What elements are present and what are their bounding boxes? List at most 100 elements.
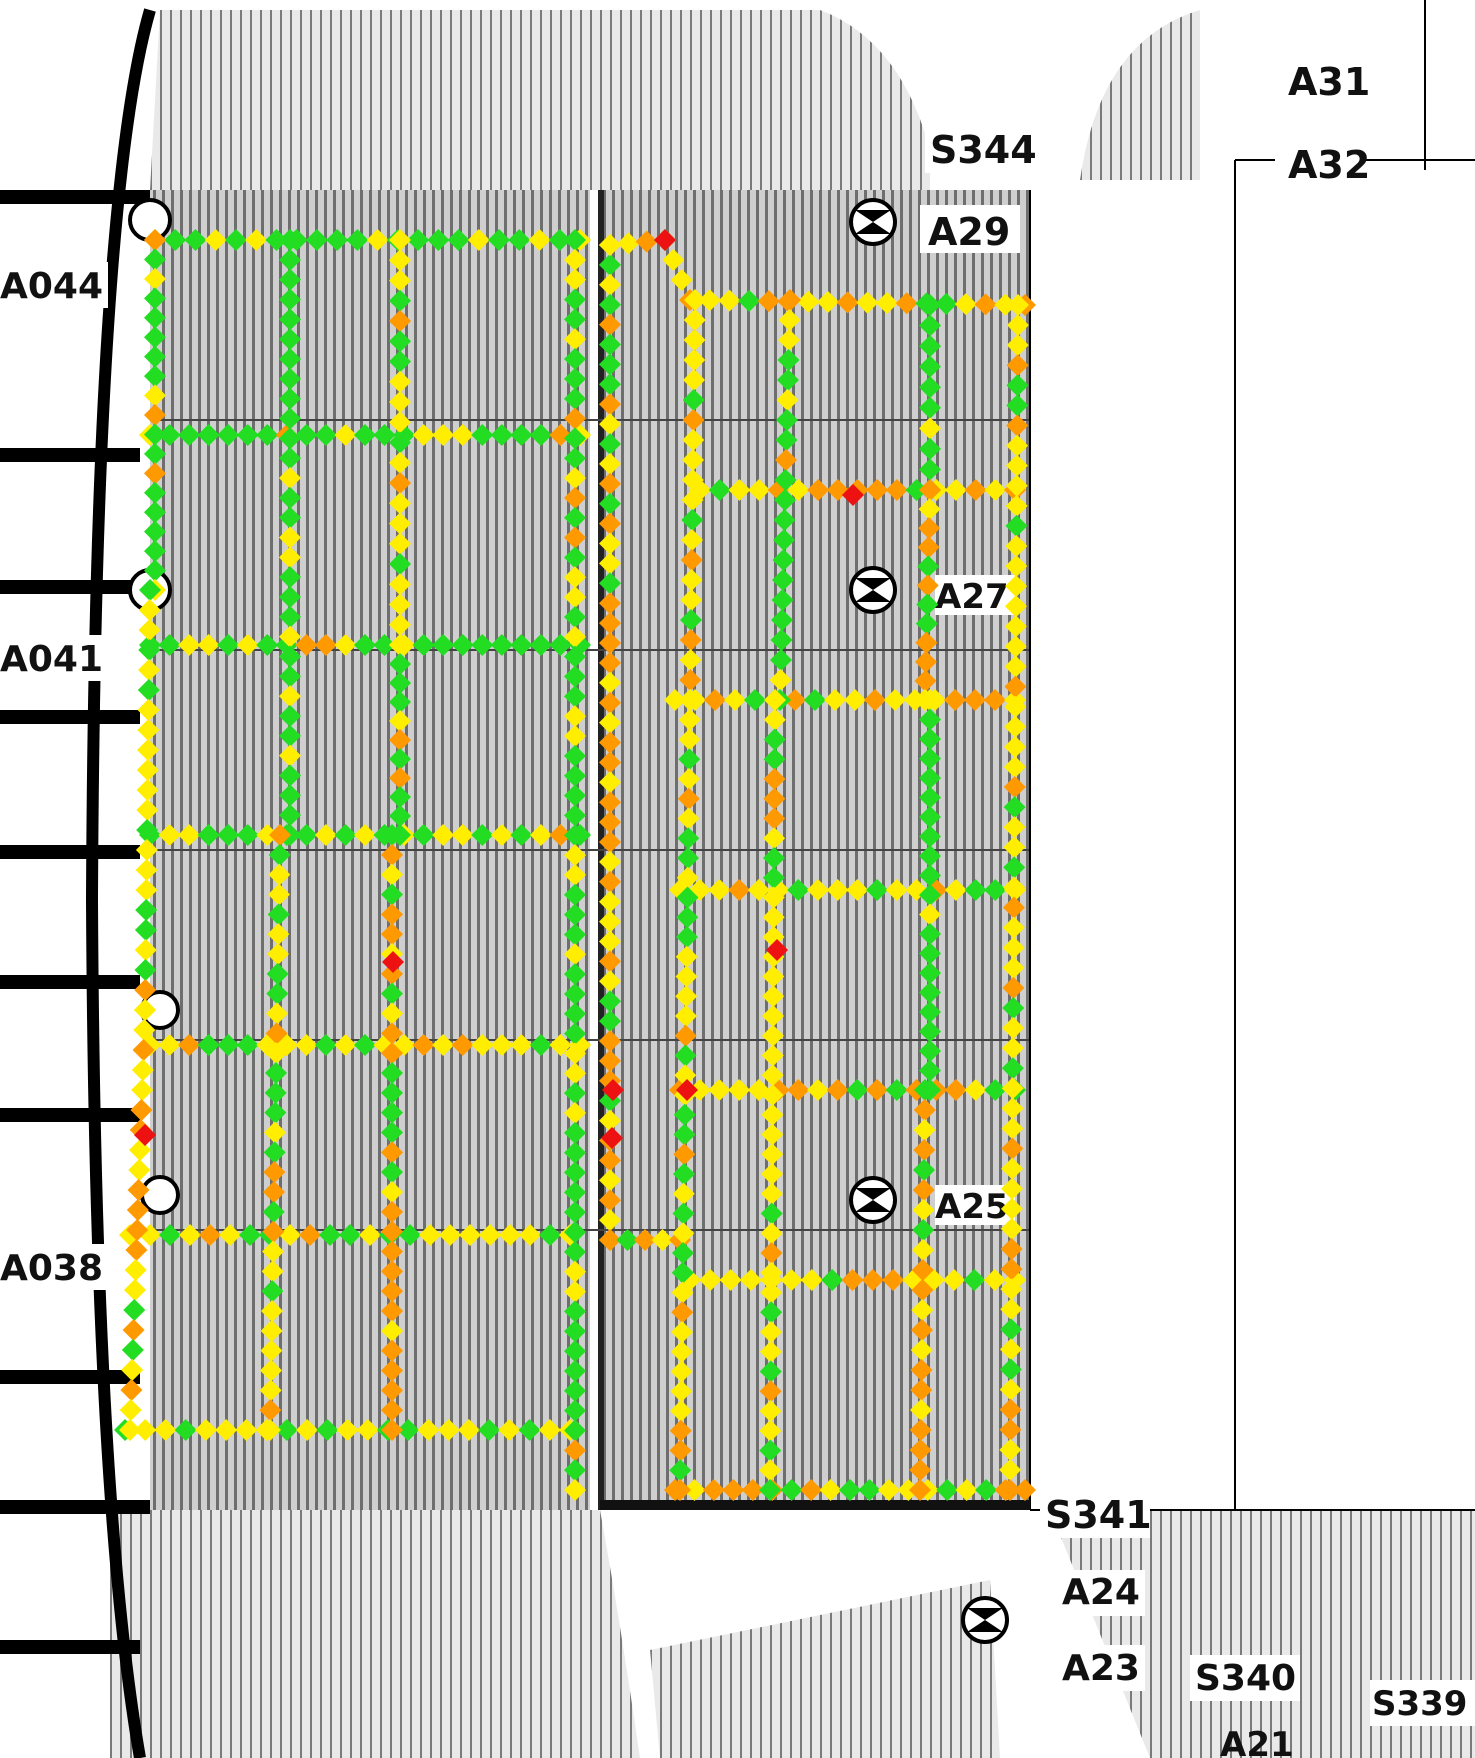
route-marker: [760, 1301, 783, 1324]
route-marker: [778, 329, 800, 351]
route-marker: [698, 289, 721, 312]
route-marker: [675, 965, 698, 988]
route-marker: [759, 1360, 782, 1383]
label-a041: A041: [0, 639, 103, 680]
route-marker: [684, 289, 706, 311]
route-marker: [510, 634, 533, 656]
label-a23: A23: [1062, 1648, 1140, 1689]
route-marker: [722, 1479, 745, 1501]
route-marker: [599, 711, 621, 734]
route-marker: [417, 1419, 440, 1441]
route-marker: [279, 546, 301, 569]
route-marker: [1004, 675, 1027, 698]
route-marker: [944, 879, 967, 901]
label-a31: A31: [1288, 60, 1370, 104]
route-marker: [131, 1079, 154, 1101]
route-marker: [217, 634, 240, 656]
route-marker: [599, 612, 621, 635]
route-marker: [564, 824, 586, 847]
route-marker: [599, 950, 621, 973]
route-marker: [839, 1479, 861, 1501]
route-marker: [314, 1034, 337, 1056]
route-marker: [671, 1321, 693, 1343]
route-marker: [778, 309, 801, 331]
route-marker: [564, 1320, 586, 1343]
route-marker: [334, 824, 357, 846]
route-marker: [139, 579, 161, 601]
route-marker: [279, 367, 301, 390]
route-marker: [279, 586, 301, 608]
route-marker: [999, 1479, 1021, 1501]
seating-bottom-arc: [110, 1510, 640, 1758]
route-marker: [144, 540, 166, 563]
route-marker: [381, 1022, 403, 1045]
route-marker: [479, 1224, 501, 1246]
route-marker: [389, 310, 411, 332]
route-marker: [279, 744, 301, 767]
route-marker: [259, 1419, 281, 1441]
route-marker: [154, 1419, 177, 1441]
route-marker: [984, 1079, 1007, 1101]
route-marker: [763, 768, 786, 790]
route-marker: [672, 1182, 695, 1205]
route-marker: [419, 1224, 441, 1246]
label-a24: A24: [1062, 1572, 1140, 1613]
route-marker: [128, 1159, 151, 1181]
route-marker: [776, 409, 798, 431]
route-marker: [564, 725, 586, 748]
route-marker: [1000, 1197, 1023, 1220]
route-marker: [671, 1261, 694, 1284]
route-marker: [708, 1079, 731, 1101]
route-marker: [389, 553, 411, 575]
route-marker: [217, 424, 240, 446]
route-marker: [354, 1034, 376, 1056]
route-markers: [114, 229, 1036, 1501]
route-marker: [919, 376, 941, 399]
route-marker: [670, 1380, 693, 1403]
route-marker: [381, 903, 403, 926]
route-marker: [381, 1359, 403, 1382]
exit-icons: [128, 198, 1009, 1644]
route-marker: [279, 387, 301, 410]
route-marker: [265, 1062, 287, 1084]
route-marker: [763, 748, 786, 771]
route-marker: [681, 529, 703, 551]
route-marker: [381, 1260, 403, 1283]
route-marker: [279, 645, 301, 668]
route-marker: [381, 824, 403, 846]
route-marker: [1004, 715, 1027, 738]
route-marker: [134, 939, 157, 961]
route-marker: [279, 625, 301, 648]
route-marker: [381, 1181, 403, 1203]
route-marker: [964, 1079, 987, 1101]
route-marker: [134, 959, 157, 981]
route-marker: [314, 424, 337, 446]
route-marker: [389, 472, 411, 494]
route-marker: [219, 1224, 241, 1246]
seating-bottom-right-arc: [650, 1580, 1000, 1758]
route-marker: [914, 669, 937, 692]
route-marker: [599, 870, 621, 893]
route-marker: [905, 479, 928, 501]
route-marker: [911, 1319, 933, 1341]
route-marker: [389, 573, 411, 596]
route-marker: [999, 1378, 1022, 1401]
route-marker: [133, 1019, 156, 1041]
route-marker: [761, 1163, 783, 1185]
route-marker: [389, 691, 411, 713]
route-marker: [268, 883, 290, 906]
route-marker: [787, 479, 810, 501]
route-marker: [437, 1419, 460, 1441]
route-marker: [381, 1399, 403, 1422]
route-marker: [564, 1102, 586, 1125]
route-marker: [1001, 1037, 1024, 1060]
route-marker: [762, 906, 785, 929]
route-marker: [260, 1339, 283, 1362]
route-marker: [144, 559, 166, 582]
route-marker: [564, 1419, 586, 1442]
route-marker: [548, 229, 571, 251]
route-marker: [682, 429, 705, 451]
route-marker: [913, 1159, 935, 1181]
route-marker: [912, 1219, 935, 1241]
route-marker: [564, 1379, 586, 1402]
